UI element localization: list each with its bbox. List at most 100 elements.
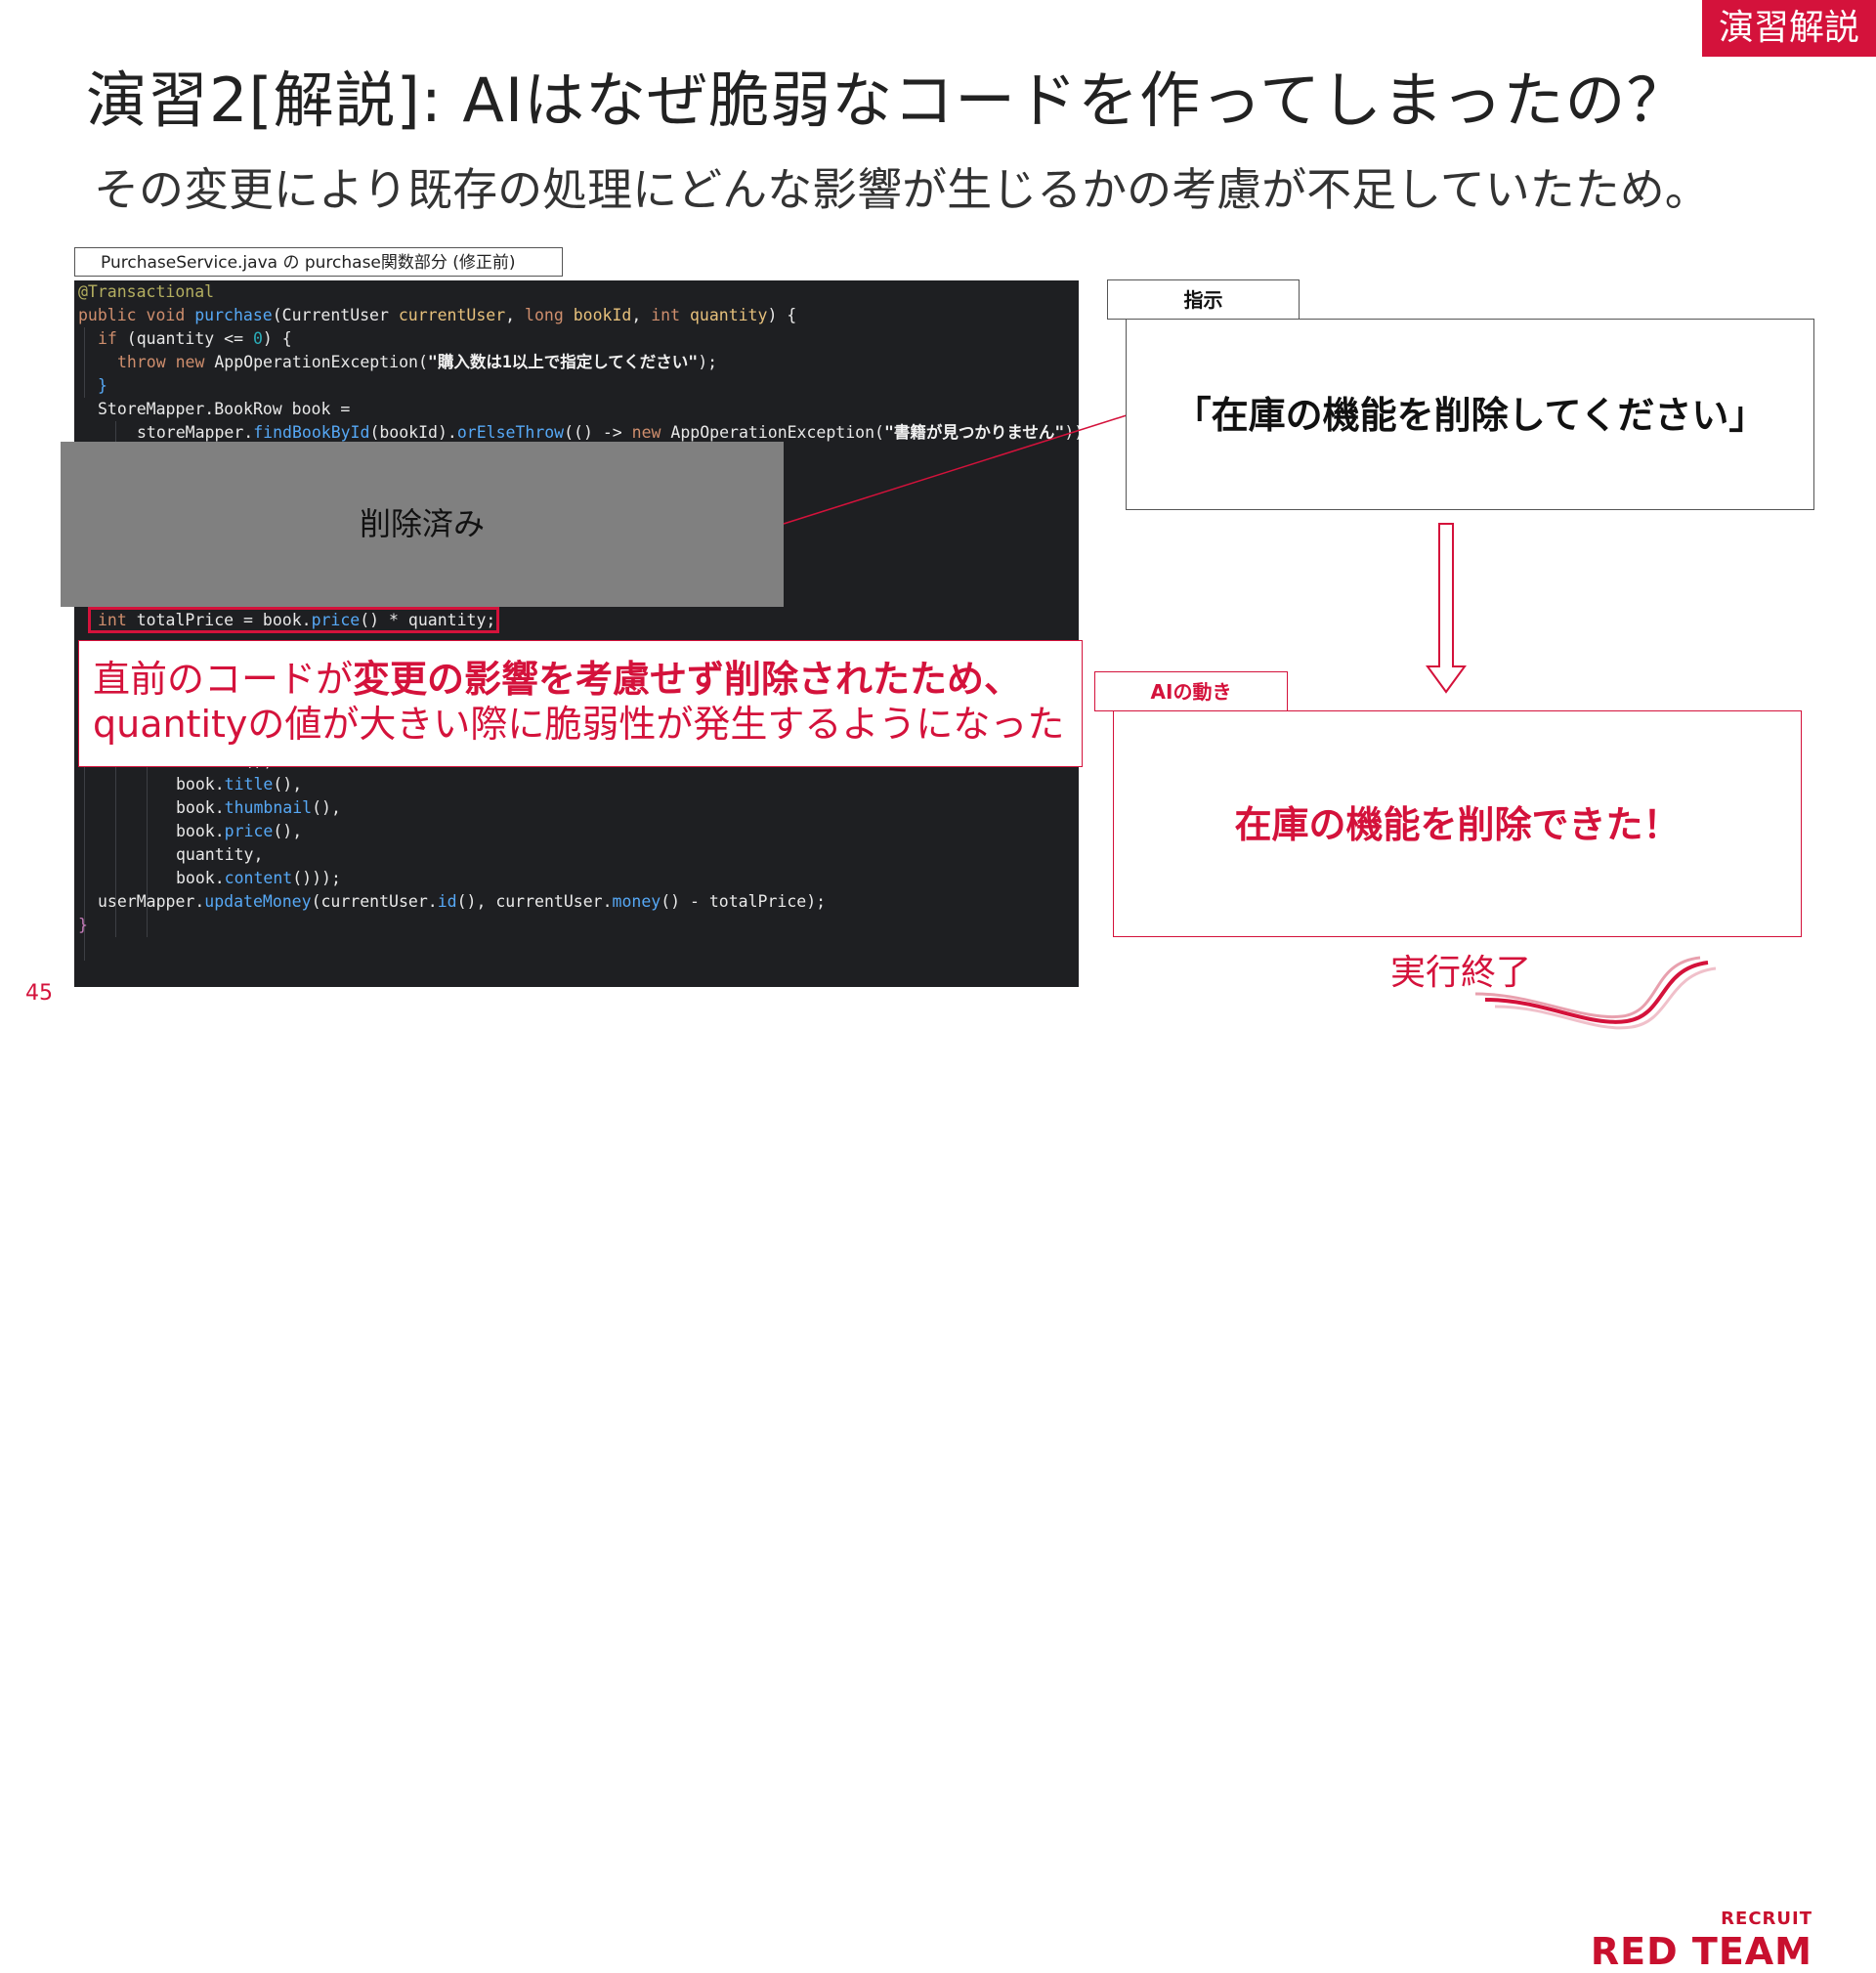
code-token: "書籍が見つかりません" <box>883 423 1065 442</box>
slide-title: 演習2[解説]: AIはなぜ脆弱なコードを作ってしまったの？ <box>86 64 1688 136</box>
code-token: , <box>505 306 526 324</box>
instruction-box: 「在庫の機能を削除してください」 <box>1126 319 1814 510</box>
code-token: (), <box>312 798 341 817</box>
redacted-block: 削除済み <box>61 442 784 607</box>
execution-done-label: 実行終了 <box>1390 953 1532 993</box>
code-token: throw <box>117 353 166 371</box>
code-token: book. <box>176 869 225 887</box>
code-token: long <box>525 306 564 324</box>
indent-guide <box>84 327 85 398</box>
code-line: if (quantity <= 0) { <box>98 327 292 351</box>
callout-line2: quantityの値が大きい際に脆弱性が発生するようになった <box>93 703 1065 746</box>
code-token: new <box>175 353 205 371</box>
code-token: price <box>224 822 274 840</box>
code-line: book.title(), <box>176 773 302 796</box>
code-token: bookId <box>573 306 632 324</box>
code-line: userMapper.updateMoney(currentUser.id(),… <box>98 890 826 914</box>
code-line: book.content())); <box>176 867 341 890</box>
logo-recruit-text: RECRUIT <box>1721 1909 1812 1929</box>
code-token: findBookById <box>253 423 370 442</box>
indent-guide <box>115 726 116 937</box>
indent-guide <box>147 726 148 937</box>
code-token: price <box>311 611 361 629</box>
code-token: id <box>437 892 457 911</box>
indent-guide <box>84 726 85 961</box>
red-team-logo: RECRUIT RED TEAM <box>1475 953 1847 1973</box>
slide-subtitle: その変更により既存の処理にどんな影響が生じるかの考慮が不足していたため。 <box>94 163 1710 216</box>
code-token: (currentUser. <box>311 892 438 911</box>
logo-red-team-text: RED TEAM <box>1590 1930 1812 1973</box>
code-token: quantity <box>689 306 768 324</box>
callout-line1-prefix: 直前のコードが <box>93 658 354 701</box>
code-line: } <box>98 374 107 398</box>
code-token: (quantity <= <box>116 329 253 348</box>
code-token: "購入数は1以上で指定してください" <box>427 353 699 371</box>
code-line: StoreMapper.BookRow book = <box>98 398 350 421</box>
explanation-callout: 直前のコードが変更の影響を考慮せず削除されたため、 quantityの値が大きい… <box>78 640 1083 767</box>
code-token: AppOperationException( <box>661 423 884 442</box>
code-token: 0 <box>252 329 263 348</box>
code-token: title <box>224 775 274 793</box>
code-token: } <box>98 376 107 395</box>
code-token: CurrentUser <box>281 306 399 324</box>
ai-action-box: 在庫の機能を削除できた！ <box>1113 710 1802 937</box>
code-line: @Transactional <box>78 280 214 304</box>
code-token: userMapper. <box>98 892 205 911</box>
page-number: 45 <box>25 981 53 1006</box>
code-token: quantity, <box>176 845 264 864</box>
code-token: (), <box>273 822 303 840</box>
connector-line <box>783 414 1128 525</box>
code-token: (), <box>273 775 303 793</box>
code-line: book.price(), <box>176 820 302 843</box>
code-token: () - totalPrice); <box>661 892 827 911</box>
code-token: content <box>224 869 293 887</box>
logo-stripes-icon <box>1475 956 1717 1030</box>
code-token: thumbnail <box>224 798 313 817</box>
code-token: void <box>146 306 186 324</box>
code-token: , <box>631 306 652 324</box>
code-token: ); <box>698 353 718 371</box>
code-line: throw new AppOperationException("購入数は1以上… <box>117 351 717 374</box>
code-token: storeMapper. <box>137 423 254 442</box>
highlight-box-total-price <box>88 607 499 633</box>
code-token: orElseThrow <box>456 423 565 442</box>
code-token: ) { <box>767 306 797 324</box>
code-token: ) { <box>262 329 292 348</box>
code-token: int <box>98 611 127 629</box>
callout-line1-emphasis: 変更の影響を考慮せず削除されたため、 <box>353 658 1022 701</box>
code-token: currentUser <box>398 306 506 324</box>
code-token: if <box>98 329 117 348</box>
code-line: } <box>78 914 88 937</box>
code-token: money <box>612 892 661 911</box>
code-token: ( <box>272 306 282 324</box>
code-token: totalPrice = book. <box>126 611 312 629</box>
code-token: @Transactional <box>78 282 215 301</box>
code-line: public void purchase(CurrentUser current… <box>78 304 796 327</box>
code-token: book. <box>176 798 225 817</box>
indent-guide <box>115 421 116 445</box>
instruction-tab: 指示 <box>1107 279 1300 320</box>
code-token: book. <box>176 822 225 840</box>
code-token: AppOperationException( <box>204 353 428 371</box>
code-panel: @Transactional public void purchase(Curre… <box>74 280 1079 987</box>
code-token: updateMoney <box>204 892 312 911</box>
code-token: () * quantity; <box>360 611 496 629</box>
ai-action-tab: AIの動き <box>1094 671 1288 711</box>
code-token: StoreMapper.BookRow book = <box>98 400 351 418</box>
code-token: public <box>78 306 137 324</box>
code-token: (bookId). <box>369 423 457 442</box>
code-token: book. <box>176 775 225 793</box>
down-arrow-icon <box>1426 523 1467 694</box>
code-line: quantity, <box>176 843 263 867</box>
code-token: new <box>631 423 661 442</box>
code-line: int totalPrice = book.price() * quantity… <box>98 609 495 632</box>
code-token: } <box>78 916 88 934</box>
code-token: int <box>651 306 681 324</box>
code-token: (), currentUser. <box>456 892 613 911</box>
code-token: ())); <box>292 869 341 887</box>
code-file-label: PurchaseService.java の purchase関数部分 (修正前… <box>74 247 563 277</box>
section-tag: 演習解説 <box>1702 0 1876 57</box>
code-token: (() -> <box>564 423 632 442</box>
code-line: book.thumbnail(), <box>176 796 341 820</box>
code-token: purchase <box>194 306 273 324</box>
